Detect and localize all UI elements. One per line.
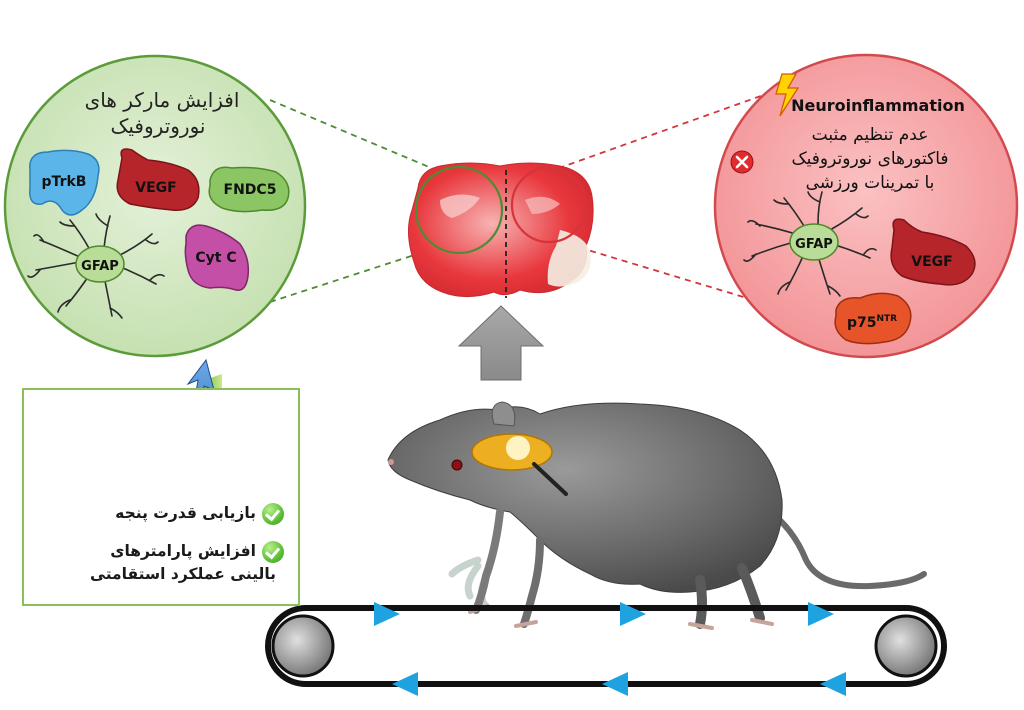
lightning-icon [775, 73, 800, 117]
cytc-shape [184, 224, 250, 291]
outcome-item: افزایش پارامترهای بالینی عملکرد استقامتی [90, 540, 284, 585]
left-hemisphere-circle [414, 165, 504, 255]
cytc-label: Cyt C [195, 250, 236, 266]
grey-up-arrow [457, 305, 545, 381]
right-text-line1: عدم تنظیم مثبت [812, 125, 929, 145]
panel-title-line2: نوروتروفیک [111, 114, 206, 138]
vegf-shape [116, 148, 200, 211]
neurotrophic-panel: افزایش مارکر های نوروتروفیک pTrkB VEGF F… [3, 54, 307, 358]
p75-main: p75 [847, 315, 877, 331]
gfap-label-left: GFAP [81, 259, 119, 274]
ptrkb-label: pTrkB [42, 174, 87, 190]
outcomes-box: بازیابی قدرت پنجه افزایش پارامترهای بالی… [22, 388, 300, 606]
gfap-cell-body [75, 245, 125, 283]
check-icon [262, 502, 284, 525]
belt-arrow-right [620, 602, 646, 626]
ptrkb-shape [29, 149, 100, 216]
belt-arrow-left [820, 672, 846, 696]
fndc5-shape [208, 166, 290, 213]
check-icon [262, 540, 284, 563]
fndc5-label: FNDC5 [224, 182, 277, 198]
belt-arrow-left [602, 672, 628, 696]
outcome-text: بازیابی قدرت پنجه [115, 504, 256, 522]
panel-title-line1: افزایش مارکر های [85, 88, 240, 112]
treadmill [265, 602, 947, 696]
outcome-text: افزایش پارامترهای [110, 542, 256, 560]
brain-slice [408, 162, 594, 298]
gfap-label-right: GFAP [795, 237, 833, 252]
vegf-label: VEGF [135, 180, 176, 196]
x-mark-icon [730, 150, 754, 174]
vegf-label-right: VEGF [911, 254, 952, 270]
neuroinflammation-title: Neuroinflammation [791, 96, 965, 115]
right-text-line2: فاکتورهای نوروتروفیک [791, 149, 948, 169]
outcome-text: بالینی عملکرد استقامتی [90, 564, 276, 583]
p75-shape [834, 292, 912, 345]
p75-label: p75NTR [847, 314, 897, 331]
belt-arrow-right [374, 602, 400, 626]
outcome-item: بازیابی قدرت پنجه [115, 502, 284, 525]
neuroinflammation-panel: Neuroinflammation عدم تنظیم مثبت فاکتوره… [713, 53, 1019, 359]
rat-eye [451, 459, 463, 471]
p75-superscript: NTR [876, 314, 897, 324]
belt-arrow-left [392, 672, 418, 696]
vegf-shape-right [890, 218, 976, 286]
right-text-line3: با تمرینات ورزشی [806, 173, 935, 193]
rat-illustration [387, 401, 927, 630]
gfap-cell-body-right [789, 223, 839, 261]
belt-arrow-right [808, 602, 834, 626]
right-hemisphere-circle [510, 166, 588, 244]
